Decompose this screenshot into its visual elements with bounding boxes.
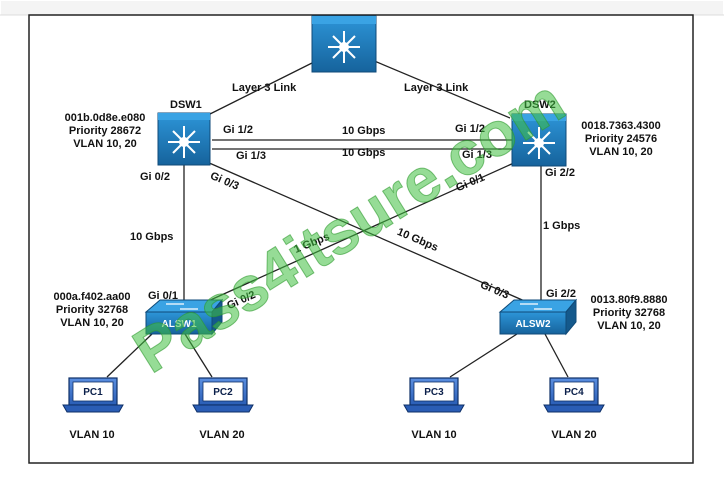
pc1-vlan: VLAN 10 xyxy=(69,429,114,441)
core-switch xyxy=(311,15,377,73)
alsw2-mac: 0013.80f9.8880 xyxy=(590,294,667,306)
dsw1-gi02: Gi 0/2 xyxy=(140,171,170,183)
pc1-name: PC1 xyxy=(83,387,103,398)
right-vertical-speed: 1 Gbps xyxy=(543,220,580,232)
dsw1-switch-icon xyxy=(157,112,211,166)
pc4-name: PC4 xyxy=(564,387,584,398)
dsw2-info: 0018.7363.4300 Priority 24576 VLAN 10, 2… xyxy=(581,120,661,158)
left-vertical-speed: 10 Gbps xyxy=(130,231,173,243)
alsw2-info: 0013.80f9.8880 Priority 32768 VLAN 10, 2… xyxy=(590,294,667,332)
alsw2-gi03: Gi 0/3 xyxy=(478,279,510,302)
pc3-vlan: VLAN 10 xyxy=(411,429,456,441)
alsw1-info: 000a.f402.aa00 Priority 32768 VLAN 10, 2… xyxy=(53,291,130,329)
dsw1-gi13: Gi 1/3 xyxy=(236,150,266,162)
link-alsw2-pc3 xyxy=(449,333,518,378)
link-core-dsw1 xyxy=(209,59,319,115)
pc3-name: PC3 xyxy=(424,387,444,398)
pc2-icon: PC2 xyxy=(192,377,254,413)
pc2-name: PC2 xyxy=(213,387,233,398)
link-dsw2-alsw1 xyxy=(205,161,517,303)
dsw2-gi22: Gi 2/2 xyxy=(545,167,575,179)
link-labels: Layer 3 Link Layer 3 Link 10 Gbps 10 Gbp… xyxy=(130,82,580,256)
link-dsw1-alsw2 xyxy=(206,161,537,307)
pc1-icon: PC1 xyxy=(62,377,124,413)
top-link-speed: 10 Gbps xyxy=(342,125,385,137)
diagram-frame xyxy=(28,14,694,464)
pc3-icon: PC3 xyxy=(403,377,465,413)
dsw2-name: DSW2 xyxy=(524,99,556,111)
alsw1-gi01: Gi 0/1 xyxy=(148,290,178,302)
dsw1-info: 001b.0d8e.e080 Priority 28672 VLAN 10, 2… xyxy=(65,112,146,150)
link-alsw1-pc1 xyxy=(106,333,153,378)
dsw1-gi12: Gi 1/2 xyxy=(223,124,253,136)
link-alsw1-pc2 xyxy=(184,333,213,378)
alsw2-name: ALSW2 xyxy=(516,319,551,330)
alsw2-priority: Priority 32768 xyxy=(593,307,665,319)
dsw2-mac: 0018.7363.4300 xyxy=(581,120,661,132)
alsw1-mac: 000a.f402.aa00 xyxy=(53,291,130,303)
dsw1-vlans: VLAN 10, 20 xyxy=(73,138,137,150)
link-core-dsw2 xyxy=(371,59,511,119)
dsw1-priority: Priority 28672 xyxy=(69,125,141,137)
dsw2-priority: Priority 24576 xyxy=(585,133,657,145)
dsw2-gi12: Gi 1/2 xyxy=(455,123,485,135)
alsw1-vlans: VLAN 10, 20 xyxy=(60,317,124,329)
dsw2-vlans: VLAN 10, 20 xyxy=(589,146,653,158)
core-left-link-label: Layer 3 Link xyxy=(232,82,297,94)
links xyxy=(106,59,569,378)
link-alsw2-pc4 xyxy=(544,333,569,378)
dsw1-gi03: Gi 0/3 xyxy=(208,170,240,193)
dsw2-switch-icon xyxy=(511,113,567,167)
core-right-link-label: Layer 3 Link xyxy=(404,82,469,94)
dsw1-name: DSW1 xyxy=(170,99,202,111)
dsw2-gi13: Gi 1/3 xyxy=(462,149,492,161)
alsw2-gi22: Gi 2/2 xyxy=(546,288,576,300)
top-strip xyxy=(1,1,723,15)
pc4-icon: PC4 xyxy=(543,377,605,413)
alsw1-priority: Priority 32768 xyxy=(56,304,128,316)
pc2-vlan: VLAN 20 xyxy=(199,429,244,441)
dsw1-mac: 001b.0d8e.e080 xyxy=(65,112,146,124)
alsw1-switch-icon: ALSW1 xyxy=(144,298,224,336)
bottom-link-speed: 10 Gbps xyxy=(342,147,385,159)
pc-vlan-labels: VLAN 10 VLAN 20 VLAN 10 VLAN 20 xyxy=(69,429,596,441)
pc4-vlan: VLAN 20 xyxy=(551,429,596,441)
alsw1-name: ALSW1 xyxy=(162,319,197,330)
alsw2-vlans: VLAN 10, 20 xyxy=(597,320,661,332)
alsw2-switch-icon: ALSW2 xyxy=(498,298,578,336)
